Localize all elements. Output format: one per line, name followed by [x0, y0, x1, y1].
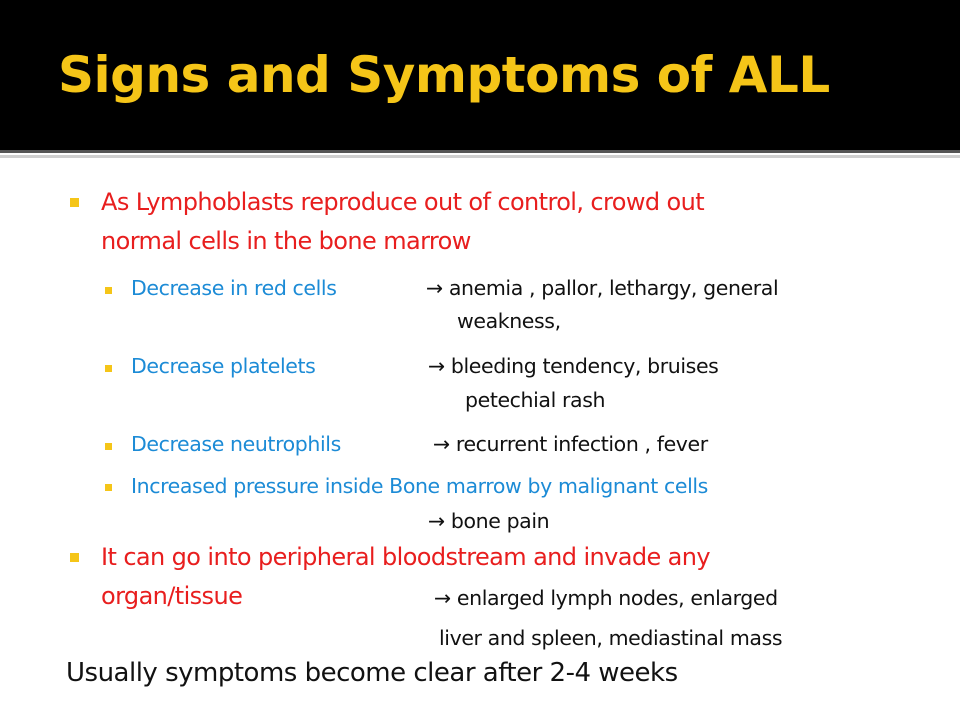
sub4-cause: Increased pressure inside Bone marrow by…	[131, 474, 708, 498]
sub-bullet-square-icon	[105, 484, 112, 491]
sub-bullet-square-icon	[105, 287, 112, 294]
bullet-square-icon	[70, 553, 79, 562]
sub3-cause: Decrease neutrophils	[131, 432, 341, 456]
footer-note: Usually symptoms become clear after 2-4 …	[66, 658, 678, 688]
sub2-effect-cont: petechial rash	[465, 388, 606, 412]
bullet2-line1: It can go into peripheral bloodstream an…	[101, 543, 711, 571]
sub1-cause: Decrease in red cells	[131, 276, 337, 300]
sub1-effect: → anemia , pallor, lethargy, general	[426, 276, 779, 300]
sub2-cause: Decrease platelets	[131, 354, 316, 378]
bullet2-effect-cont: liver and spleen, mediastinal mass	[439, 626, 783, 650]
slide-title: Signs and Symptoms of ALL	[58, 46, 830, 104]
title-bar: Signs and Symptoms of ALL	[0, 0, 960, 150]
sub3-effect: → recurrent infection , fever	[433, 432, 708, 456]
sub2-effect: → bleeding tendency, bruises	[428, 354, 719, 378]
bullet2-effect: → enlarged lymph nodes, enlarged	[434, 586, 778, 610]
bullet1-line1: As Lymphoblasts reproduce out of control…	[101, 188, 705, 216]
sub-bullet-square-icon	[105, 365, 112, 372]
bullet2-line2: organ/tissue	[101, 582, 243, 610]
sub-bullet-square-icon	[105, 443, 112, 450]
divider-light	[0, 155, 960, 158]
sub4-effect: → bone pain	[428, 509, 550, 533]
bullet-square-icon	[70, 198, 79, 207]
sub1-effect-cont: weakness,	[457, 309, 561, 333]
divider-dark	[0, 150, 960, 153]
bullet1-line2: normal cells in the bone marrow	[101, 227, 471, 255]
